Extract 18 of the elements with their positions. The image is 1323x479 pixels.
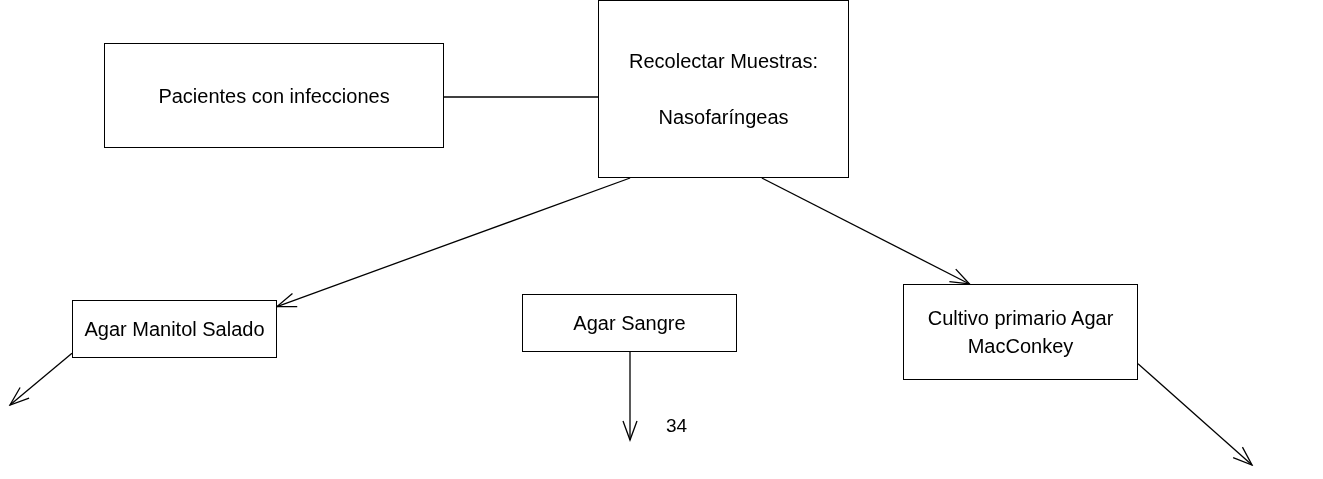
- box-label: Pacientes con infecciones: [158, 83, 390, 109]
- process-box: [72, 300, 277, 358]
- box-label: Cultivo primario Agar MacConkey: [926, 306, 1115, 359]
- page-number: 34: [666, 414, 688, 438]
- connector-line: [443, 96, 599, 98]
- arrow: [761, 177, 971, 285]
- arrow: [1137, 363, 1253, 466]
- box-label: Nasofaríngeas: [658, 105, 789, 130]
- process-box: [522, 294, 737, 352]
- process-box: [104, 43, 444, 148]
- box-label: Agar Sangre: [573, 311, 686, 336]
- box-label: Recolectar Muestras:: [629, 49, 818, 74]
- arrow: [9, 352, 73, 406]
- arrow: [622, 351, 638, 441]
- process-box: [903, 284, 1138, 380]
- box-label: Agar Manitol Salado: [84, 317, 265, 342]
- process-box: [598, 0, 849, 178]
- arrow: [276, 177, 631, 308]
